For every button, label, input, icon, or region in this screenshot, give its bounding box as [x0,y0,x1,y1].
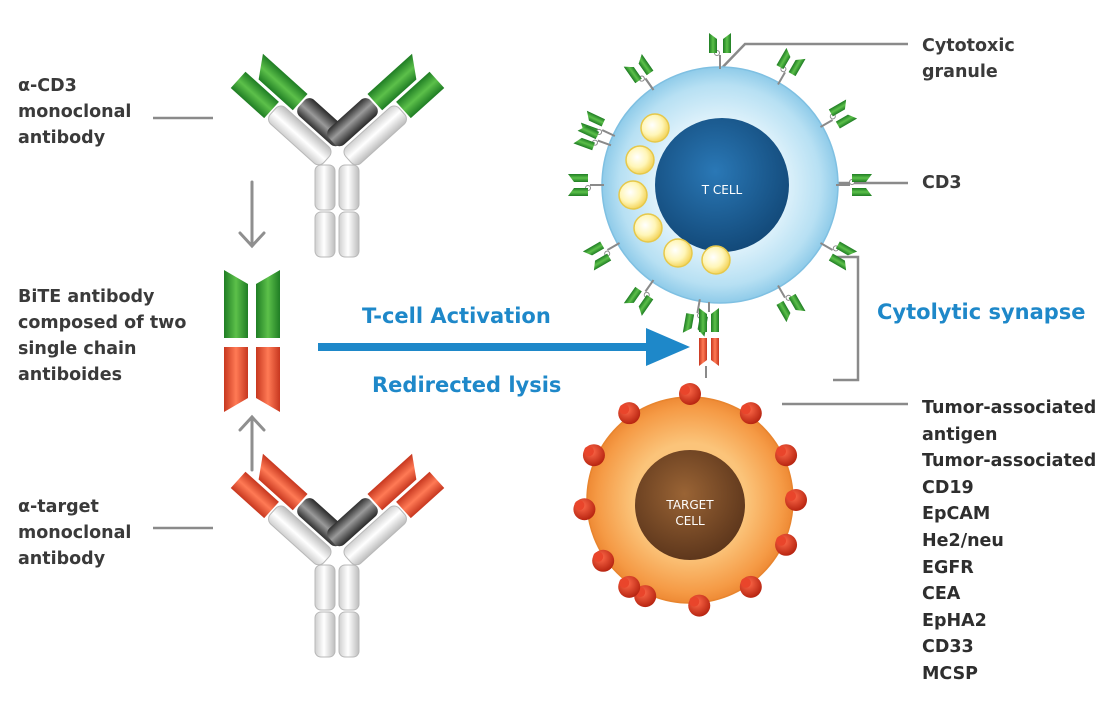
antigen-bump-lobe [593,551,604,562]
antigen-bump-lobe [740,577,751,588]
antigen-bump-lobe [680,385,690,395]
antigen-bump-lobe [583,446,594,457]
bite-shape [224,270,280,412]
antigen-bump-lobe [619,404,630,415]
target-antibody-shape [230,453,445,658]
t-cell-label: T CELL [701,183,743,197]
cd3-receptor [776,284,806,323]
antigen-item: Tumor-associated [922,398,1097,418]
cd3-receptor [582,241,621,271]
activation-arrow [318,328,690,366]
cd3-receptor [568,174,604,196]
antigen-bump-lobe [776,535,787,546]
cytotoxic-granules [618,113,731,275]
antigen-bump-lobe [786,491,796,501]
bite-antibody-label: BiTE antibody composed of two single cha… [18,287,187,385]
tumor-antigen-bumps [573,383,807,617]
cd3-receptor [623,54,655,91]
gray-arrows [238,180,266,472]
t-cell-activation-label: T-cell Activation [362,304,551,328]
cd3-receptor [819,241,858,271]
leader-lines [153,42,908,530]
cd3-receptor [836,174,872,196]
antigen-item: CD33 [922,637,974,658]
antigen-bump-lobe [776,446,787,457]
cd3-receptor [709,33,731,69]
cytolytic-synapse-label: Cytolytic synapse [877,300,1086,324]
antigen-bump-lobe [689,596,700,607]
cd3-antibody-label: α-CD3 monoclonal antibody [18,76,132,148]
cd3-receptor [776,47,806,86]
cd3-antibody-shape [230,53,445,258]
antigen-item: antigen [922,424,998,445]
antigen-item: CEA [922,584,961,605]
antigen-item: EpCAM [922,504,991,525]
antigen-item: Tumor-associated [922,451,1097,472]
antigen-item: EGFR [922,557,974,578]
cytotoxic-granule-label: Cytotoxic granule [922,36,1015,82]
target-cell-label: TARGET CELL [666,498,714,528]
antigen-bump-lobe [740,404,751,415]
antigen-item: CD19 [922,477,974,498]
cd3-label: CD3 [922,173,962,193]
antigen-item: He2/neu [922,530,1004,551]
antigen-bump-lobe [574,500,585,511]
cd3-receptor [819,99,858,129]
synapse-bite [699,302,719,378]
redirected-lysis-label: Redirected lysis [372,373,562,397]
antigen-bump-lobe [619,577,630,588]
antigen-item: MCSP [922,663,979,684]
cd3-receptor [577,110,616,140]
cd3-receptor [623,279,655,316]
target-antibody-label: α-target monoclonal antibody [18,497,132,569]
antigen-item: EpHA2 [922,610,987,631]
